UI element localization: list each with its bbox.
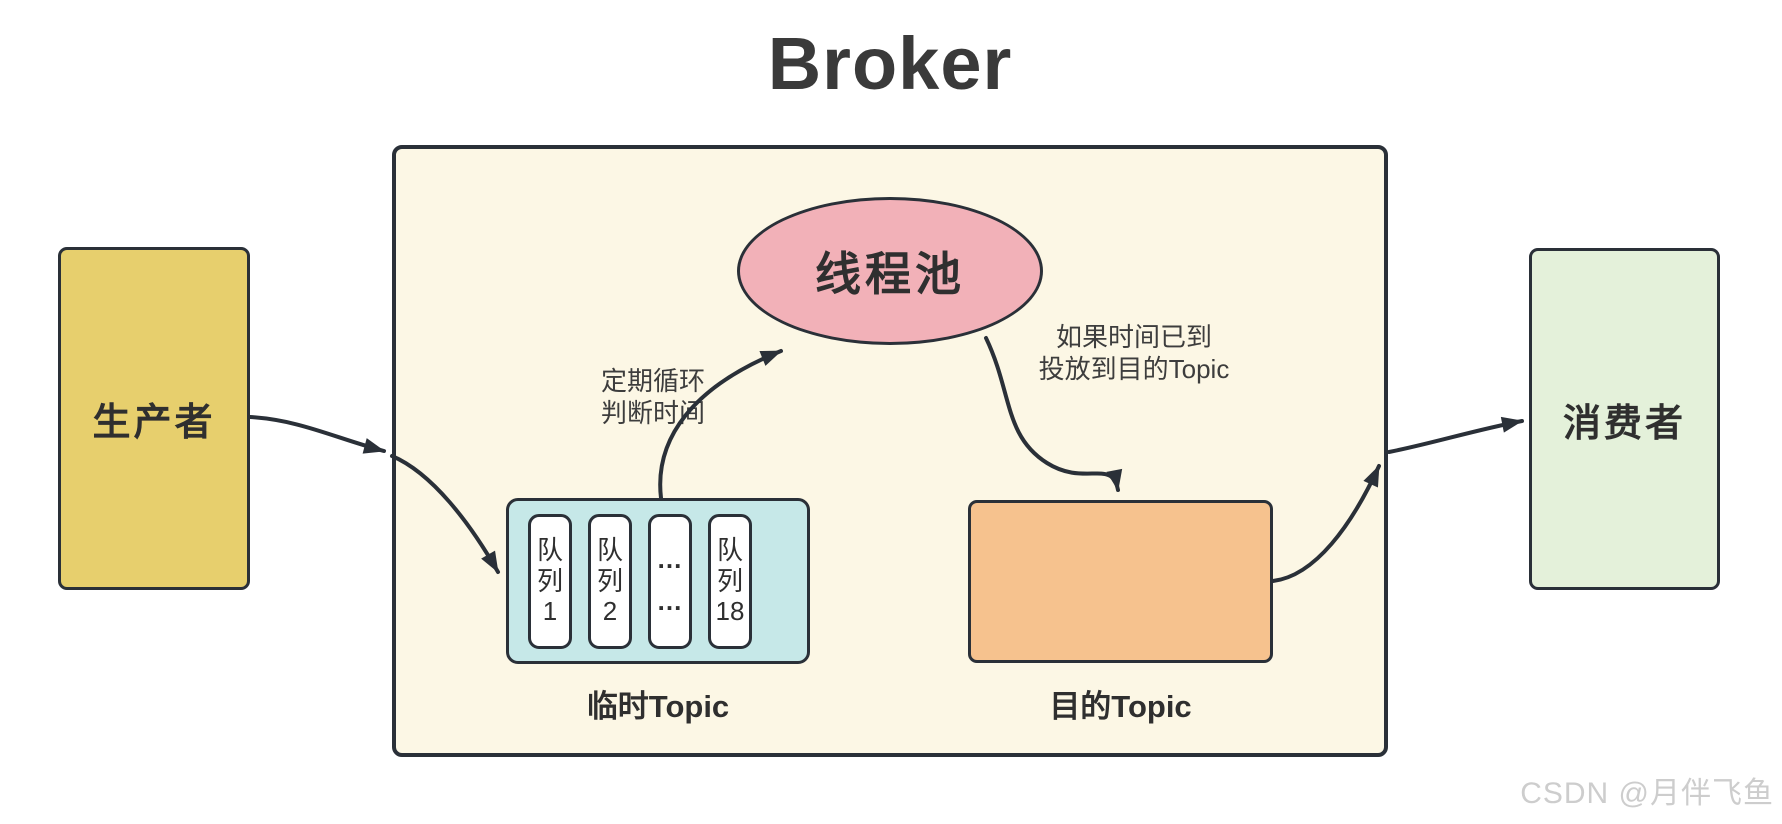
dest-topic-box [968, 500, 1273, 663]
queue-18-number: 18 [715, 596, 745, 627]
ellipsis-dots: … [656, 586, 684, 616]
queue-cell-ellipsis: … … [648, 513, 692, 649]
loop-check-line1: 定期循环 [600, 366, 705, 396]
consumer-label: 消费者 [1562, 402, 1686, 445]
queue-2-number: 2 [602, 596, 618, 627]
queue-2-char: 列 [596, 565, 623, 596]
deliver-line2: 投放到目的Topic [1038, 353, 1230, 384]
temp-topic-box: 队 列 1 队 列 2 … … 队 列 18 [506, 498, 810, 664]
queue-cell-1: 队 列 1 [528, 513, 572, 649]
queue-18-char: 列 [716, 565, 743, 596]
dest-topic-label: 目的Topic [1049, 689, 1192, 724]
thread-pool-label: 线程池 [815, 248, 965, 300]
queue-cell-2: 队 列 2 [588, 513, 632, 649]
temp-topic-label: 临时Topic [586, 689, 730, 724]
queue-18-char: 队 [716, 534, 743, 565]
thread-pool-ellipse: 线程池 [737, 197, 1043, 345]
queue-1-number: 1 [542, 596, 558, 627]
queue-2-char: 队 [596, 534, 623, 565]
consumer-node: 消费者 [1529, 248, 1720, 590]
queue-1-char: 列 [536, 565, 563, 596]
arrow-broker-to-consumer [1387, 416, 1524, 454]
queue-1-char: 队 [536, 534, 563, 565]
deliver-annotation: 如果时间已到 投放到目的Topic [974, 322, 1294, 385]
diagram-title: Broker [767, 22, 1013, 105]
producer-node: 生产者 [58, 247, 250, 590]
loop-check-annotation: 定期循环 判断时间 [548, 366, 758, 429]
deliver-line1: 如果时间已到 [1055, 322, 1212, 352]
ellipsis-dots: … [656, 544, 684, 575]
csdn-watermark: CSDN @月伴飞鱼 [1520, 777, 1774, 810]
queue-cell-18: 队 列 18 [708, 513, 752, 649]
arrow-producer-to-broker [248, 415, 386, 454]
producer-label: 生产者 [92, 402, 216, 444]
loop-check-line2: 判断时间 [600, 397, 705, 428]
